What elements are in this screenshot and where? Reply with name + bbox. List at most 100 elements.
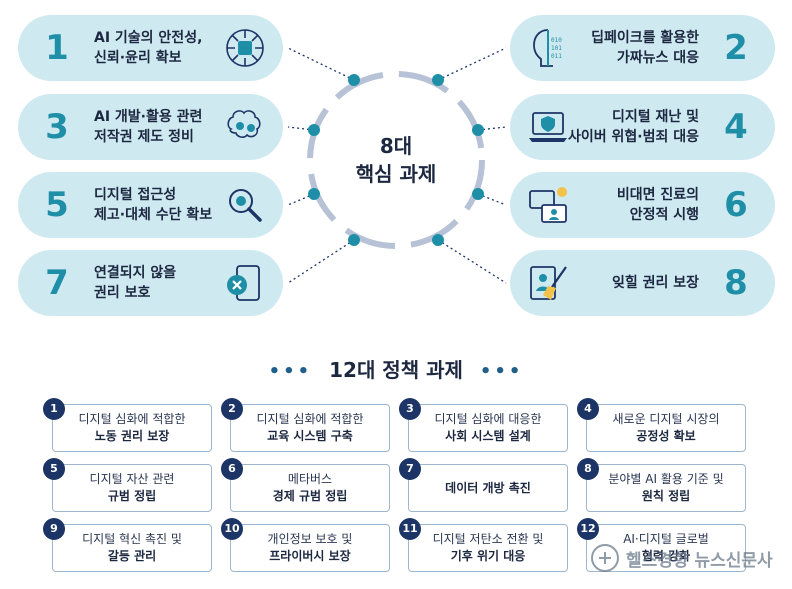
policy-title: 12대 정책 과제	[329, 358, 463, 382]
core-task-text: 딥페이크를 활용한 가짜뉴스 대응	[591, 30, 699, 66]
center-ring	[307, 71, 485, 249]
svg-text:101: 101	[551, 45, 562, 52]
core-task-number: 6	[724, 185, 748, 225]
connector-line-8	[437, 239, 507, 284]
connector-line-1	[287, 47, 355, 81]
telemedicine-icon	[529, 187, 567, 223]
policy-item-number-badge: 4	[577, 398, 599, 420]
ai-brain-chip-icon	[226, 29, 264, 67]
ring-circle	[307, 71, 485, 249]
deepfake-face-icon: 010 101 011	[533, 29, 562, 67]
erase-document-icon	[530, 266, 567, 300]
policy-item-number-badge: 11	[399, 518, 421, 540]
policy-item-line2: 경제 규범 정립	[272, 489, 348, 503]
core-task-2: 010 101 011 딥페이크를 활용한 가짜뉴스 대응 2	[510, 15, 775, 81]
policy-item-line2: 갈등 관리	[107, 549, 157, 563]
center-title-line2: 핵심 과제	[355, 162, 437, 186]
policy-item-number-badge: 3	[399, 398, 421, 420]
ring-node-5	[308, 188, 320, 200]
connector-line-3	[287, 126, 315, 131]
policy-item-line1: 디지털 심화에 적합한	[78, 412, 186, 426]
core-task-text: 연결되지 않을 권리 보호	[94, 265, 177, 301]
ring-node-8	[432, 234, 444, 246]
ring-nodes	[308, 74, 484, 246]
svg-text:010: 010	[551, 37, 562, 44]
core-task-6: 비대면 진료의 안정적 시행 6	[510, 172, 775, 238]
core-task-text: AI 개발·활용 관련 저작권 제도 정비	[94, 109, 203, 145]
policy-item-line2: 원칙 정립	[641, 489, 691, 503]
heading-dots-left: •••	[268, 361, 313, 382]
center-title: 8대 핵심 과제	[330, 132, 462, 188]
policy-item-line1: 새로운 디지털 시장의	[612, 412, 720, 426]
core-task-8: 잊힐 권리 보장 8	[510, 250, 775, 316]
phone-disconnect-icon	[227, 265, 260, 301]
heading-dots-right: •••	[479, 361, 524, 382]
ring-node-2	[432, 74, 444, 86]
connector-line-7	[287, 239, 355, 284]
ring-node-1	[348, 74, 360, 86]
brain-gears-icon	[227, 110, 261, 138]
policy-item-line1: 디지털 자산 관련	[89, 472, 175, 486]
core-task-7: 7 연결되지 않을 권리 보호	[18, 250, 283, 316]
core-task-number: 5	[45, 185, 69, 225]
policy-item-line2: 교육 시스템 구축	[267, 429, 353, 443]
policy-item-7: 데이터 개방 촉진	[408, 464, 568, 512]
watermark: 헬스경향 뉴스신문사	[590, 538, 790, 578]
policy-item-line2: 협력 강화	[641, 549, 691, 563]
policy-item-number-badge: 2	[221, 398, 243, 420]
ring-node-7	[348, 234, 360, 246]
core-task-1: 1 AI 기술의 안전성, 신뢰·윤리 확보	[18, 15, 283, 81]
policy-item-line1: 디지털 혁신 촉진 및	[82, 532, 182, 546]
svg-text:011: 011	[551, 53, 562, 60]
policy-item-number-badge: 12	[577, 518, 599, 540]
policy-item-line2: 프라이버시 보장	[269, 549, 351, 563]
policy-item-number-badge: 8	[577, 458, 599, 480]
policy-item-line1: 디지털 심화에 적합한	[256, 412, 364, 426]
core-task-text: AI 기술의 안전성, 신뢰·윤리 확보	[94, 30, 203, 66]
policy-item-line2: 데이터 개방 촉진	[445, 480, 531, 495]
ring-node-3	[308, 124, 320, 136]
center-title-line1: 8대	[379, 134, 413, 158]
policy-item-line2: 기후 위기 대응	[450, 549, 526, 563]
core-tasks-section: 8대 핵심 과제 1 AI 기술의 안전성, 신뢰·윤리 확보 3 AI 개발·…	[18, 15, 775, 316]
policy-item-number-badge: 10	[221, 518, 243, 540]
policy-item-line1: 메타버스	[287, 472, 333, 486]
policy-item-line1: 디지털 심화에 대응한	[434, 412, 542, 426]
policy-item-line1: AI·디지털 글로벌	[623, 532, 709, 546]
policy-heading: ••• 12대 정책 과제 •••	[0, 354, 792, 383]
core-task-text: 잊힐 권리 보장	[611, 275, 699, 291]
core-task-number: 1	[45, 28, 69, 68]
core-task-text: 디지털 접근성 제고·대체 수단 확보	[94, 187, 213, 223]
ring-node-6	[472, 188, 484, 200]
policy-item-number-badge: 7	[399, 458, 421, 480]
core-task-text: 디지털 재난 및 사이버 위협·범죄 대응	[568, 109, 699, 145]
policy-item-line1: 디지털 저탄소 전환 및	[432, 532, 544, 546]
watermark-logo-icon	[591, 544, 619, 572]
core-task-number: 4	[724, 107, 748, 147]
connector-line-2	[437, 47, 507, 81]
core-task-text: 비대면 진료의 안정적 시행	[616, 187, 699, 223]
policy-item-number-badge: 5	[43, 458, 65, 480]
policy-item-line1: 분야별 AI 활용 기준 및	[608, 472, 724, 486]
policy-item-line2: 사회 시스템 설계	[445, 429, 531, 443]
core-task-number: 7	[45, 263, 69, 303]
policy-item-line1: 개인정보 보호 및	[267, 532, 353, 546]
core-task-3: 3 AI 개발·활용 관련 저작권 제도 정비	[18, 94, 283, 160]
policy-item-line2: 공정성 확보	[636, 429, 696, 443]
policy-item-number-badge: 1	[43, 398, 65, 420]
core-task-5: 5 디지털 접근성 제고·대체 수단 확보	[18, 172, 283, 238]
core-task-number: 2	[724, 28, 748, 68]
core-task-number: 8	[724, 263, 748, 303]
policy-item-number-badge: 9	[43, 518, 65, 540]
watermark-text: 헬스경향 뉴스신문사	[626, 550, 773, 571]
laptop-security-icon	[529, 112, 567, 142]
